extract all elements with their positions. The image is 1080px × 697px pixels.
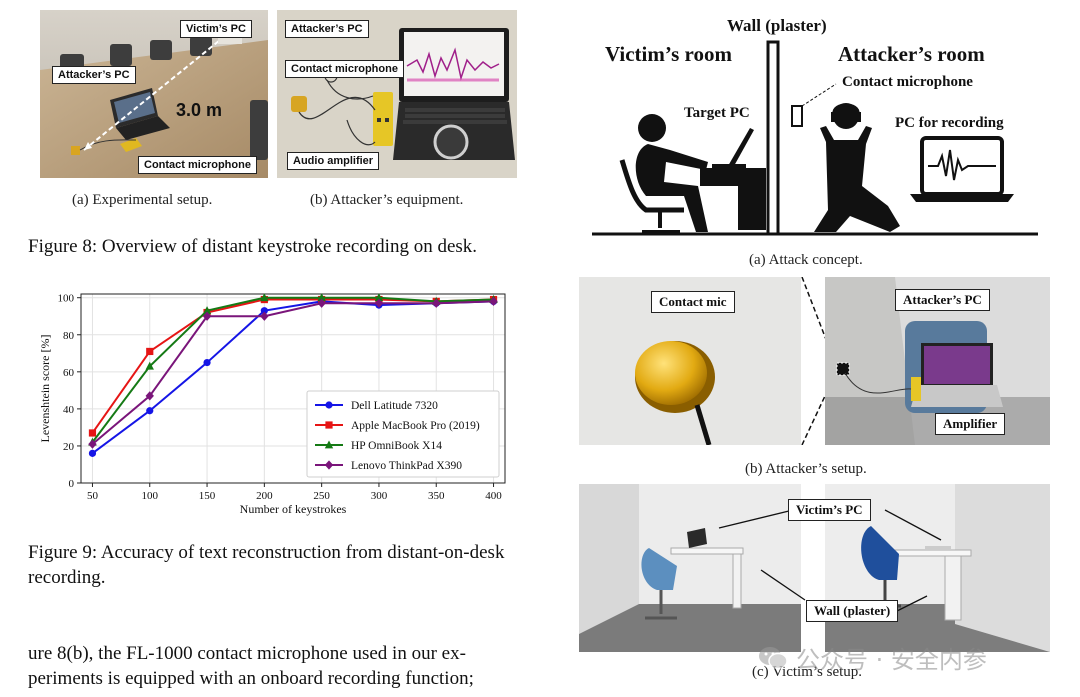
- y-tick-label: 100: [58, 293, 75, 305]
- series-2-point: [145, 361, 154, 370]
- photo-attackers-equipment: Attacker’s PC Contact microphone Audio a…: [277, 10, 517, 178]
- series-2-point: [260, 293, 269, 302]
- y-axis-label: Levenshtein score [%]: [38, 335, 52, 443]
- pc-for-recording-label: PC for recording: [895, 115, 1004, 131]
- photo-attackers-equipment-drawing: [277, 10, 517, 178]
- legend-swatch-marker: [324, 460, 334, 470]
- legend-box: [306, 390, 500, 478]
- caption-fig10b: (b) Attacker’s setup.: [745, 461, 867, 477]
- caption-fig8b: (b) Attacker’s equipment.: [310, 192, 464, 208]
- series-1-point: [146, 347, 154, 356]
- attackers-room-label: Attacker’s room: [838, 42, 985, 66]
- contact-microphone-label: Contact microphone: [842, 74, 973, 90]
- figure-9-caption: Figure 9: Accuracy of text reconstructio…: [28, 542, 505, 588]
- legend-swatch-marker: [324, 440, 334, 449]
- attack-concept-diagram: Wall (plaster) Victim’s room Attacker’s …: [588, 10, 1050, 248]
- plot-frame: [80, 293, 506, 484]
- x-tick-label: 150: [199, 490, 216, 502]
- x-tick-label: 400: [485, 490, 502, 502]
- series-3-point: [202, 311, 212, 321]
- distance-label: 3.0 m: [176, 100, 223, 120]
- tag-contact-microphone-b: Contact microphone: [285, 60, 404, 78]
- series-0-point: [260, 307, 268, 315]
- series-2-point: [202, 306, 212, 315]
- legend-label: HP OmniBook X14: [351, 440, 442, 452]
- series-3-point: [260, 311, 269, 321]
- y-tick-label: 80: [63, 330, 75, 342]
- body-text-line-2: periments is equipped with an onboard re…: [28, 668, 474, 689]
- legend-label: Dell Latitude 7320: [351, 400, 438, 412]
- tag-attackers-pc: Attacker’s PC: [52, 66, 136, 84]
- photo-experimental-setup: 3.0 m Victim’s PC Attacker’s PC Contact …: [40, 10, 268, 178]
- attack-concept-drawing: [592, 40, 1038, 236]
- photo-victim-room-left-drawing: [579, 484, 801, 652]
- target-pc-label: Target PC: [684, 105, 750, 121]
- x-axis-label: Number of keystrokes: [240, 502, 347, 516]
- series-2-point: [317, 293, 326, 302]
- series-3-point: [317, 298, 326, 308]
- figure-8-caption: Figure 8: Overview of distant keystroke …: [28, 236, 478, 257]
- tag-wall-plaster: Wall (plaster): [806, 600, 899, 622]
- tag-victims-pc-c: Victim’s PC: [788, 499, 871, 521]
- legend-label: Lenovo ThinkPad X390: [351, 460, 462, 472]
- victims-room-label: Victim’s room: [605, 42, 732, 66]
- series-3-point: [432, 298, 441, 308]
- tag-victims-pc: Victim’s PC: [180, 20, 252, 38]
- series-0-point: [203, 358, 211, 367]
- legend-swatch-marker: [325, 421, 333, 429]
- legend-label: Apple MacBook Pro (2019): [351, 420, 480, 432]
- wechat-icon: [758, 645, 788, 671]
- x-tick-label: 300: [371, 490, 388, 502]
- legend-swatch-marker: [325, 401, 333, 409]
- photo-contact-mic-closeup: Contact mic: [579, 277, 801, 445]
- series-0-point: [88, 449, 97, 457]
- series-line-2: [91, 296, 494, 443]
- series-2-point: [374, 293, 384, 302]
- photo-victim-room-left: [579, 484, 801, 652]
- x-tick-label: 200: [256, 490, 273, 502]
- caption-fig8a: (a) Experimental setup.: [72, 192, 213, 208]
- tag-audio-amplifier: Audio amplifier: [287, 152, 380, 170]
- series-0-point: [146, 407, 154, 415]
- tag-attackers-pc-b: Attacker’s PC: [285, 20, 369, 38]
- tag-amplifier: Amplifier: [935, 413, 1006, 435]
- x-tick-label: 350: [428, 490, 445, 502]
- y-tick-label: 40: [63, 404, 75, 416]
- x-tick-label: 100: [142, 490, 159, 502]
- y-tick-label: 60: [63, 367, 75, 379]
- tag-contact-mic: Contact mic: [651, 291, 735, 313]
- x-tick-label: 250: [313, 490, 330, 502]
- y-tick-label: 20: [63, 441, 75, 453]
- watermark-text: 公众号 · 安全内参: [796, 646, 987, 674]
- y-tick-label: 0: [69, 478, 75, 490]
- series-3-point: [374, 298, 384, 308]
- x-tick-label: 50: [87, 490, 99, 502]
- levenshtein-chart: 50 100 150 200 250 300 350 400 0 20 40 60 80 100Numbe…: [38, 293, 506, 516]
- watermark: 公众号 · 安全内参: [758, 640, 987, 675]
- series-line-3: [91, 300, 494, 445]
- tag-contact-microphone: Contact microphone: [138, 156, 257, 174]
- photo-attacker-setup-drawing: [825, 277, 1050, 445]
- wall-label: Wall (plaster): [727, 16, 827, 35]
- caption-fig10a: (a) Attack concept.: [749, 252, 863, 268]
- tag-attackers-pc-c: Attacker’s PC: [895, 289, 990, 311]
- series-1-point: [88, 429, 97, 437]
- photo-attacker-setup: Attacker’s PC Amplifier: [825, 277, 1050, 445]
- body-text-line-1: ure 8(b), the FL-1000 contact microphone…: [28, 643, 466, 664]
